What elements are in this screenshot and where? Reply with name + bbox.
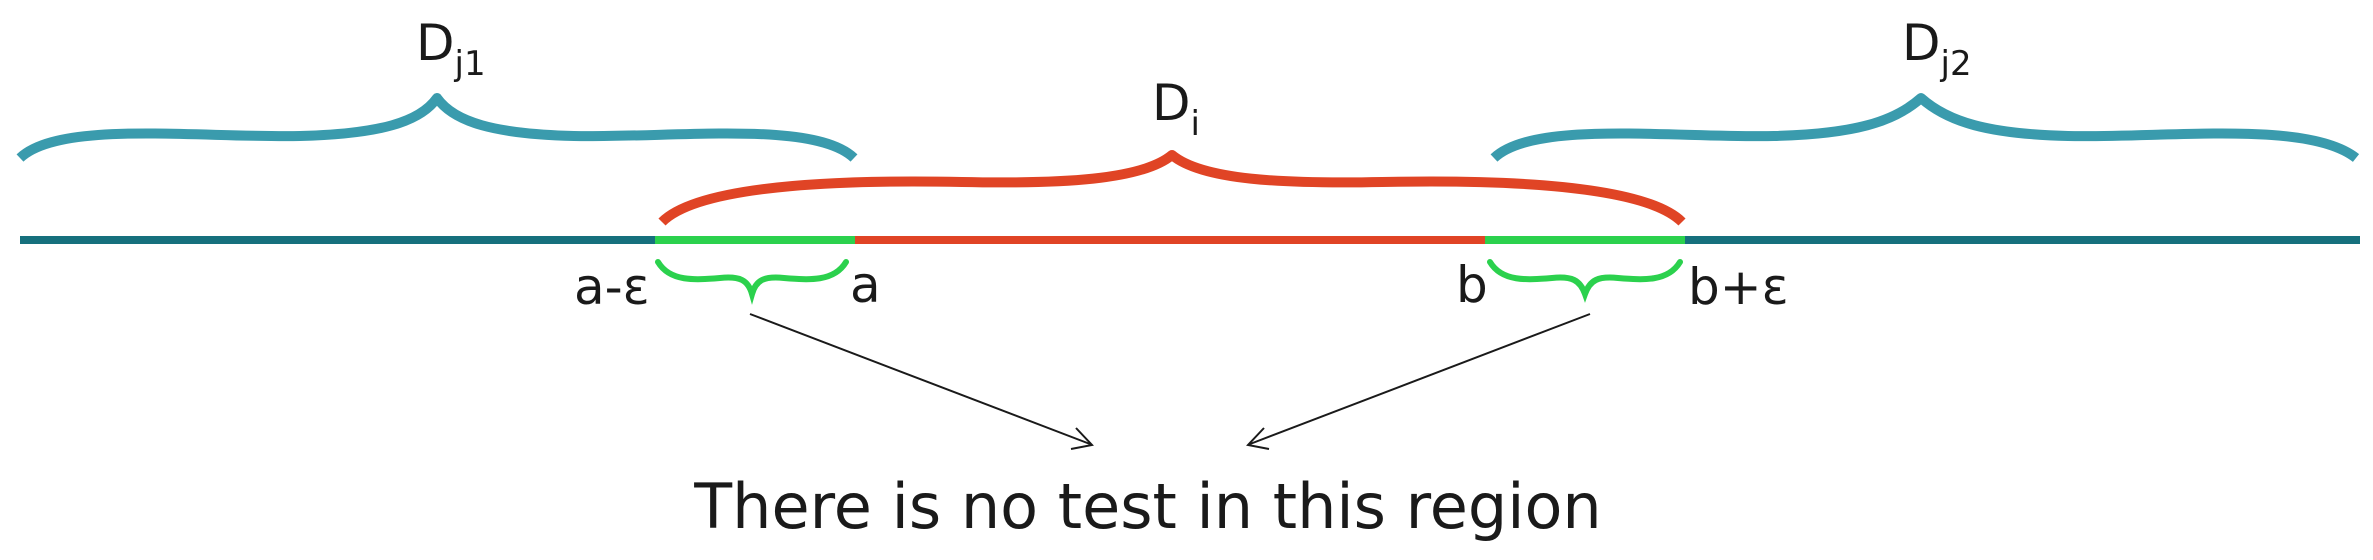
label-a-minus-epsilon: a-ε	[574, 258, 650, 316]
label-dj2-sub: j2	[1940, 44, 1972, 84]
label-di: Di	[1152, 74, 1200, 144]
label-dj2-base: D	[1902, 14, 1941, 72]
label-a: a	[850, 256, 881, 314]
arrow-right-head	[1246, 427, 1270, 450]
label-dj2: Dj2	[1902, 14, 1972, 84]
arrow-left-shaft	[749, 313, 1091, 445]
note-text: There is no test in this region	[693, 470, 1601, 543]
label-di-base: D	[1152, 74, 1191, 132]
label-b-plus-epsilon: b+ε	[1688, 258, 1789, 316]
label-dj1-sub: j1	[454, 44, 486, 84]
brace-dj2	[1490, 93, 2360, 163]
brace-dj1	[16, 93, 858, 162]
arrow-right-shaft	[1249, 313, 1591, 445]
brace-di	[658, 150, 1686, 226]
label-b: b	[1456, 256, 1488, 314]
brace-epsilon-right	[1487, 259, 1683, 303]
label-di-sub: i	[1191, 104, 1200, 144]
brace-epsilon-left	[655, 259, 849, 305]
arrow-left-head	[1070, 427, 1094, 450]
label-dj1-base: D	[416, 14, 455, 72]
label-dj1: Dj1	[416, 14, 486, 84]
